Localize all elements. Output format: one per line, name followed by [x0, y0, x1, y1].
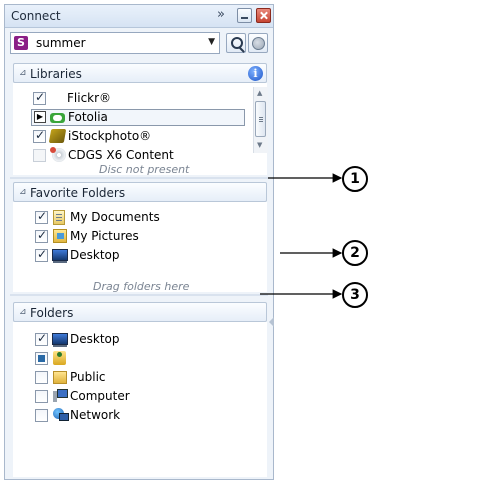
expand-arrow-icon[interactable]: ▶ — [34, 111, 46, 123]
library-label: iStockphoto® — [68, 129, 152, 143]
network-checkbox[interactable] — [35, 409, 48, 422]
folder-item-public[interactable]: Public — [35, 369, 235, 386]
expand-icon[interactable]: » — [217, 7, 225, 22]
close-icon[interactable] — [256, 8, 271, 23]
docker-title: Connect — [11, 9, 61, 23]
user-folder-checkbox[interactable] — [35, 352, 48, 365]
desktop-icon — [52, 333, 68, 347]
chevron-down-icon[interactable]: ▼ — [208, 37, 215, 47]
connect-docker: Connect » S summer ▼ ⊿ Libraries i Flick… — [4, 4, 274, 480]
search-row: S summer ▼ — [10, 32, 268, 54]
disc-not-present-note: Disc not present — [99, 163, 190, 176]
folder-item-desktop[interactable]: Desktop — [35, 331, 235, 348]
cdgs-checkbox[interactable] — [33, 149, 46, 162]
libraries-list: Flickr® ▶ Fotolia iStockphoto® CDGS X6 C… — [13, 83, 268, 176]
callout-3: 3 — [342, 282, 368, 308]
search-icon — [231, 37, 243, 49]
libraries-scrollbar[interactable]: ▲ ▼ — [253, 87, 268, 153]
collapse-triangle-icon: ⊿ — [19, 187, 27, 197]
desktop-icon — [52, 249, 68, 263]
folders-header[interactable]: ⊿ Folders — [13, 302, 267, 322]
network-search-button[interactable] — [248, 33, 268, 53]
pictures-folder-icon — [53, 229, 67, 243]
library-label: Fotolia — [68, 110, 108, 124]
favorite-folders-section: ⊿ Favorite Folders My Documents My Pictu… — [13, 182, 267, 293]
folder-item-network[interactable]: Network — [35, 407, 235, 424]
istockphoto-checkbox[interactable] — [33, 128, 46, 143]
folders-title: Folders — [30, 306, 74, 320]
computer-checkbox[interactable] — [35, 390, 48, 403]
library-label: CDGS X6 Content — [68, 148, 174, 162]
collapse-triangle-icon: ⊿ — [19, 68, 27, 78]
folder-icon — [53, 371, 67, 384]
disc-icon — [50, 147, 66, 162]
library-item-istockphoto[interactable]: iStockphoto® — [33, 128, 243, 145]
search-button[interactable] — [226, 33, 246, 53]
flickr-checkbox[interactable] — [33, 90, 46, 105]
callout-1: 1 — [342, 166, 368, 192]
collapse-triangle-icon: ⊿ — [19, 307, 27, 317]
public-checkbox[interactable] — [35, 371, 48, 384]
desktop-checkbox[interactable] — [35, 247, 48, 262]
panel-collapse-icon[interactable] — [269, 317, 274, 327]
folder-label: Desktop — [70, 332, 120, 346]
user-folder-icon — [53, 351, 66, 365]
libraries-title: Libraries — [30, 67, 82, 81]
splitter-2[interactable] — [10, 294, 268, 296]
library-item-fotolia[interactable]: ▶ Fotolia — [31, 109, 245, 126]
scroll-down-icon[interactable]: ▼ — [257, 141, 263, 149]
my-documents-checkbox[interactable] — [35, 209, 48, 224]
documents-folder-icon — [53, 210, 65, 225]
desktop-folder-checkbox[interactable] — [35, 331, 48, 346]
callout-2: 2 — [342, 240, 368, 266]
scroll-thumb[interactable] — [255, 101, 266, 137]
library-logo-icon: S — [14, 36, 28, 50]
folder-item-computer[interactable]: Computer — [35, 388, 235, 405]
splitter-1[interactable] — [10, 177, 268, 179]
network-icon — [53, 408, 69, 422]
scroll-up-icon[interactable]: ▲ — [257, 89, 263, 97]
favorite-item-my-pictures[interactable]: My Pictures — [35, 228, 235, 245]
favorite-folders-title: Favorite Folders — [30, 186, 126, 200]
folder-item-user[interactable] — [35, 350, 235, 367]
fotolia-icon — [50, 113, 65, 123]
library-label: Flickr® — [67, 91, 112, 105]
my-pictures-checkbox[interactable] — [35, 228, 48, 243]
library-item-flickr[interactable]: Flickr® — [33, 90, 243, 107]
folders-section: ⊿ Folders Desktop Public Compu — [13, 302, 267, 477]
search-combobox[interactable]: S summer ▼ — [10, 32, 220, 54]
search-input-value[interactable]: summer — [36, 36, 86, 50]
libraries-header[interactable]: ⊿ Libraries i — [13, 63, 267, 83]
favorite-folders-list: My Documents My Pictures Desktop Drag fo… — [13, 202, 267, 293]
folders-list: Desktop Public Computer Network — [13, 322, 267, 477]
computer-icon — [53, 389, 69, 403]
favorite-item-my-documents[interactable]: My Documents — [35, 209, 235, 226]
drag-folders-hint: Drag folders here — [93, 280, 190, 293]
docker-title-bar: Connect » — [5, 5, 273, 28]
network-globe-icon — [252, 37, 265, 50]
folder-label: Public — [70, 370, 106, 384]
favorite-item-desktop[interactable]: Desktop — [35, 247, 235, 264]
info-icon[interactable]: i — [248, 66, 263, 81]
favorite-folders-header[interactable]: ⊿ Favorite Folders — [13, 182, 267, 202]
libraries-section: ⊿ Libraries i Flickr® ▶ Fotolia iStockph… — [13, 63, 268, 176]
library-item-cdgs-content[interactable]: CDGS X6 Content — [33, 147, 243, 164]
folder-label: Computer — [70, 389, 130, 403]
favorite-label: Desktop — [70, 248, 120, 262]
favorite-label: My Documents — [70, 210, 160, 224]
favorite-label: My Pictures — [70, 229, 139, 243]
minimize-icon[interactable] — [237, 8, 252, 23]
folder-label: Network — [70, 408, 121, 422]
